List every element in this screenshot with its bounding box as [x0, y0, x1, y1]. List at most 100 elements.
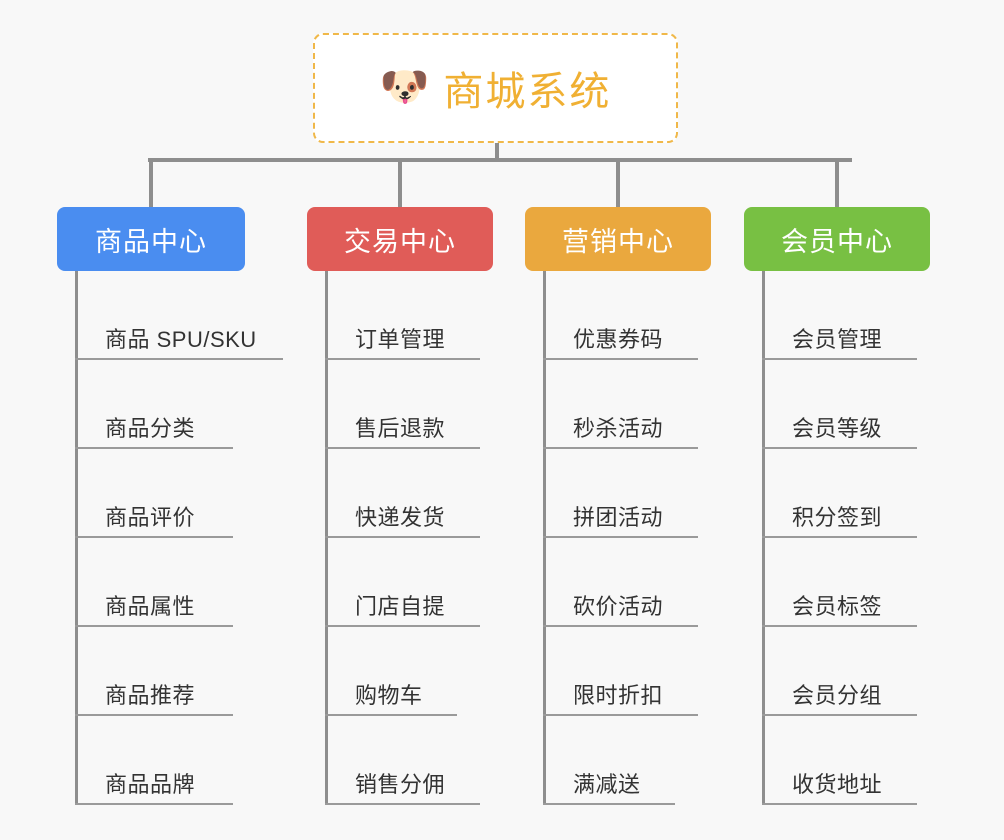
list-item-underline	[75, 536, 233, 538]
column-product-center: 商品中心商品 SPU/SKU 商品分类商品评价商品属性商品推荐商品品牌	[57, 207, 283, 805]
list-item-label: 限时折扣	[573, 683, 664, 708]
list-item-underline	[75, 803, 233, 805]
category-label: 交易中心	[344, 226, 456, 257]
list-item-underline	[75, 625, 233, 627]
list-item[interactable]: 拼团活动	[543, 449, 698, 538]
category-box-product-center[interactable]: 商品中心	[57, 207, 245, 271]
column-spine	[543, 271, 546, 805]
category-box-trade-center[interactable]: 交易中心	[307, 207, 493, 271]
list-item[interactable]: 会员管理	[762, 271, 917, 360]
connector-horizontal-bus	[148, 158, 852, 162]
list-item[interactable]: 销售分佣	[325, 716, 480, 805]
list-item[interactable]: 秒杀活动	[543, 360, 698, 449]
list-item-underline	[75, 358, 283, 360]
connector-drop-member-center	[835, 158, 839, 209]
list-item[interactable]: 售后退款	[325, 360, 480, 449]
list-item-underline	[75, 714, 233, 716]
column-spine	[762, 271, 765, 805]
list-item-label: 秒杀活动	[573, 416, 664, 441]
item-list: 订单管理售后退款快递发货门店自提购物车销售分佣	[325, 271, 480, 805]
dog-face-icon: 🐶	[379, 65, 430, 109]
connector-root-vertical	[495, 143, 499, 161]
list-item-label: 商品品牌	[105, 772, 196, 797]
list-item-underline	[543, 536, 698, 538]
list-item[interactable]: 会员等级	[762, 360, 917, 449]
list-item[interactable]: 会员标签	[762, 538, 917, 627]
list-item-underline	[762, 714, 917, 716]
list-item-underline	[762, 358, 917, 360]
column-member-center: 会员中心会员管理会员等级积分签到会员标签会员分组收货地址	[744, 207, 930, 805]
list-item-label: 快递发货	[355, 505, 446, 530]
item-list: 会员管理会员等级积分签到会员标签会员分组收货地址	[762, 271, 917, 805]
list-item[interactable]: 商品品牌	[75, 716, 257, 805]
list-item-label: 售后退款	[355, 416, 446, 441]
list-item[interactable]: 积分签到	[762, 449, 917, 538]
list-item-underline	[325, 447, 480, 449]
list-item-underline	[762, 803, 917, 805]
list-item[interactable]: 商品分类	[75, 360, 257, 449]
list-item[interactable]: 快递发货	[325, 449, 480, 538]
list-item-label: 会员等级	[792, 416, 883, 441]
column-spine	[75, 271, 78, 805]
list-item[interactable]: 满减送	[543, 716, 675, 805]
list-item-label: 门店自提	[355, 594, 446, 619]
list-item-label: 商品 SPU/SKU	[105, 327, 257, 352]
list-item-label: 满减送	[573, 772, 641, 797]
list-item[interactable]: 购物车	[325, 627, 457, 716]
list-item[interactable]: 收货地址	[762, 716, 917, 805]
category-box-marketing-center[interactable]: 营销中心	[525, 207, 711, 271]
list-item-underline	[762, 625, 917, 627]
connector-drop-marketing-center	[616, 158, 620, 209]
root-title: 商城系统	[443, 70, 612, 114]
list-item-label: 销售分佣	[355, 772, 446, 797]
list-item[interactable]: 商品 SPU/SKU	[75, 271, 283, 360]
list-item[interactable]: 限时折扣	[543, 627, 698, 716]
list-item-underline	[762, 536, 917, 538]
list-item-label: 商品分类	[105, 416, 196, 441]
list-item-underline	[325, 358, 480, 360]
list-item[interactable]: 门店自提	[325, 538, 480, 627]
list-item-underline	[543, 803, 675, 805]
list-item[interactable]: 商品评价	[75, 449, 257, 538]
list-item-label: 收货地址	[792, 772, 883, 797]
connector-drop-trade-center	[398, 158, 402, 209]
list-item[interactable]: 商品属性	[75, 538, 257, 627]
connector-drop-product-center	[149, 158, 153, 209]
list-item-label: 积分签到	[792, 505, 883, 530]
list-item[interactable]: 订单管理	[325, 271, 480, 360]
category-label: 会员中心	[781, 226, 893, 257]
list-item-label: 购物车	[355, 683, 423, 708]
column-marketing-center: 营销中心优惠券码秒杀活动拼团活动砍价活动限时折扣满减送	[525, 207, 711, 805]
list-item-underline	[543, 447, 698, 449]
list-item-label: 商品属性	[105, 594, 196, 619]
list-item-underline	[325, 803, 480, 805]
item-list: 商品 SPU/SKU 商品分类商品评价商品属性商品推荐商品品牌	[75, 271, 283, 805]
list-item-label: 会员管理	[792, 327, 883, 352]
list-item-underline	[75, 447, 233, 449]
list-item[interactable]: 会员分组	[762, 627, 917, 716]
list-item-label: 会员标签	[792, 594, 883, 619]
column-spine	[325, 271, 328, 805]
list-item-underline	[543, 714, 698, 716]
list-item-underline	[325, 714, 457, 716]
column-trade-center: 交易中心订单管理售后退款快递发货门店自提购物车销售分佣	[307, 207, 493, 805]
list-item-underline	[325, 625, 480, 627]
list-item-label: 商品推荐	[105, 683, 196, 708]
list-item-underline	[543, 625, 698, 627]
list-item[interactable]: 优惠券码	[543, 271, 698, 360]
item-list: 优惠券码秒杀活动拼团活动砍价活动限时折扣满减送	[543, 271, 698, 805]
root-node[interactable]: 🐶 商城系统	[313, 33, 678, 143]
list-item-label: 拼团活动	[573, 505, 664, 530]
list-item[interactable]: 砍价活动	[543, 538, 698, 627]
list-item-label: 商品评价	[105, 505, 196, 530]
category-label: 营销中心	[562, 226, 674, 257]
list-item-label: 订单管理	[355, 327, 446, 352]
category-label: 商品中心	[95, 226, 207, 257]
category-box-member-center[interactable]: 会员中心	[744, 207, 930, 271]
list-item-label: 会员分组	[792, 683, 883, 708]
list-item-underline	[543, 358, 698, 360]
list-item-underline	[325, 536, 480, 538]
list-item[interactable]: 商品推荐	[75, 627, 257, 716]
list-item-label: 砍价活动	[573, 594, 664, 619]
